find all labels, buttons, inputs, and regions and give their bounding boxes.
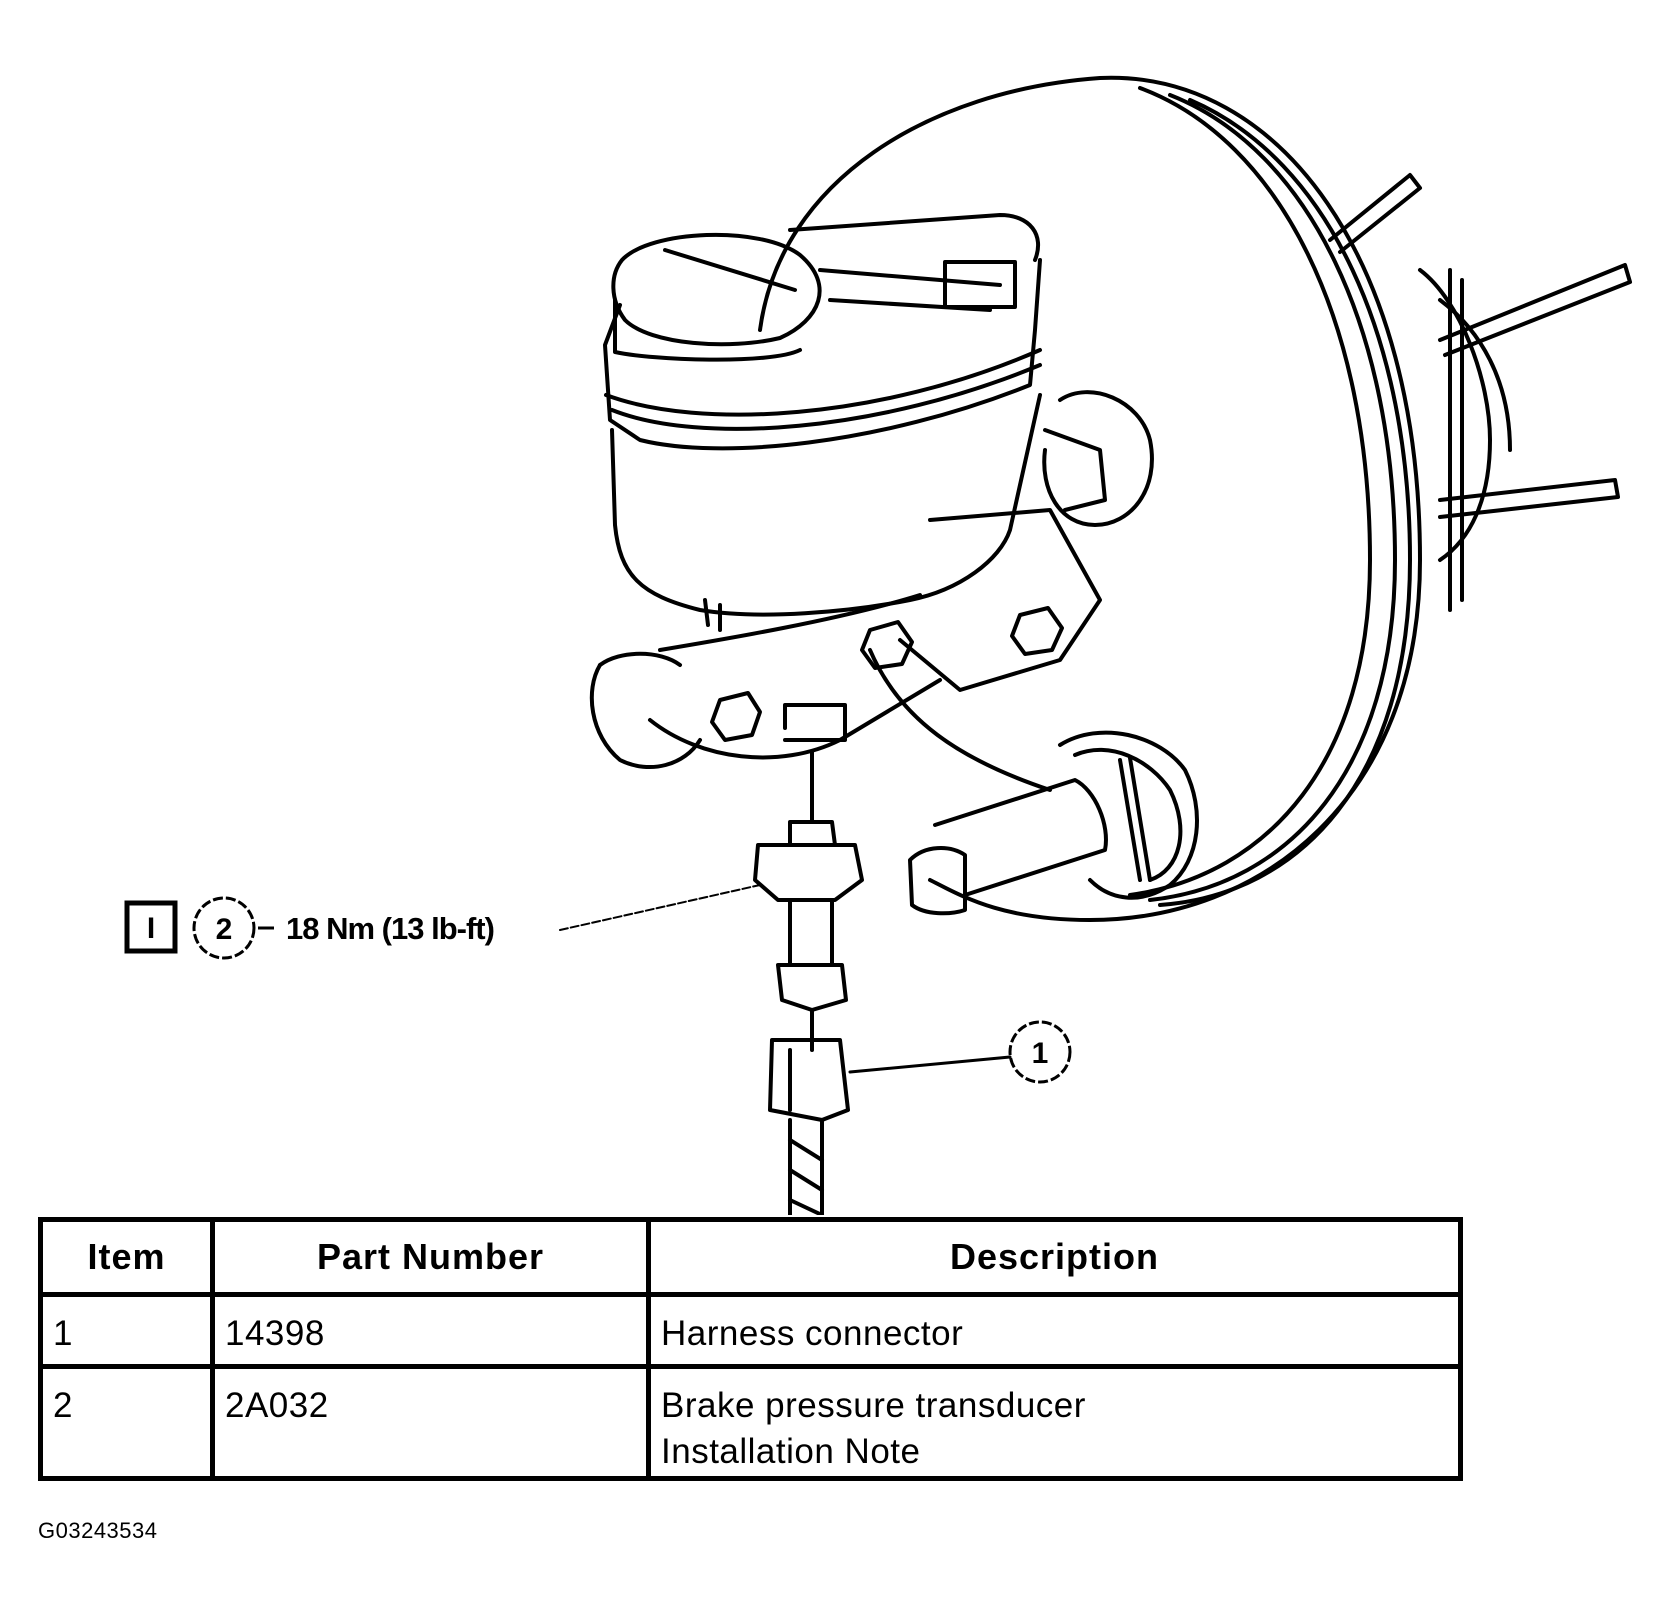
brake-booster-master-cylinder-illustration: I 2 18 Nm (13 lb-ft) 1 [124,75,1632,1215]
cell-item: 2 [38,1364,215,1481]
item-2-callout-circle [192,896,256,960]
master-cylinder-drawing [589,213,1199,916]
cell-part-number: 2A032 [210,1364,651,1481]
description-line: Installation Note [661,1432,921,1471]
cell-description: Harness connector [646,1292,1463,1369]
pressure-transducer-drawing [753,750,864,1215]
table-row: 2 2A032 Brake pressure transducer Instal… [38,1364,1463,1481]
connector-callout: 1 [1008,1020,1072,1084]
column-header-part-number: Part Number [210,1217,651,1297]
step-marker-box [124,900,178,954]
parts-table: Item Part Number Description 1 14398 Har… [38,1217,1463,1481]
item-2-callout-number: 2 [216,913,233,946]
torque-spec-label: 18 Nm (13 lb-ft) [286,911,494,946]
cell-part-number: 14398 [210,1292,651,1369]
description-line: Brake pressure transducer [661,1386,1086,1425]
brake-booster-drawing [758,75,1632,922]
table-header-row: Item Part Number Description [38,1217,1463,1297]
column-header-description: Description [646,1217,1463,1297]
item-1-callout-number: 1 [1032,1037,1049,1070]
torque-leader-line [559,884,761,931]
table-row: 1 14398 Harness connector [38,1292,1463,1369]
cell-description: Brake pressure transducer Installation N… [646,1364,1463,1481]
column-header-item: Item [38,1217,215,1297]
connector-leader-line [848,1055,1012,1074]
cell-item: 1 [38,1292,215,1369]
description-line: Harness connector [661,1314,964,1353]
item-1-callout-circle [1008,1020,1072,1084]
torque-callout: I 2 18 Nm (13 lb-ft) [124,896,495,960]
figure-id: G03243534 [38,1518,158,1543]
step-marker-label: I [147,912,155,945]
